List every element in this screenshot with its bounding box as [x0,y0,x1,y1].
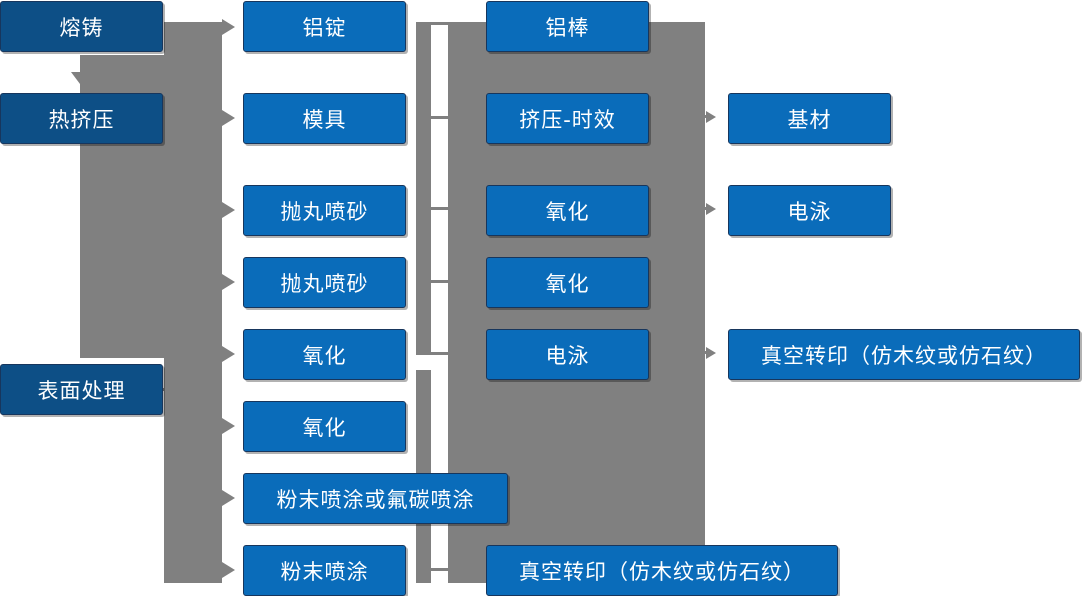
process-box-extrusion-aging[interactable]: 挤压-时效 [486,93,649,144]
process-label-vacuum-transfer-printing: 真空转印（仿木纹或仿石纹） [519,559,805,584]
input-box-shot-blasting-1[interactable]: 抛丸喷砂 [243,185,406,236]
stage-box-hot-extrusion[interactable]: 热挤压 [0,93,163,144]
connector-mid-bar-upper [416,22,431,355]
input-label-oxidation-2: 氧化 [302,415,347,440]
connector-rung-2 [430,116,450,119]
connector-rung-4 [430,280,450,283]
arrow-to-input-4 [222,274,235,290]
process-label-oxidation-1: 氧化 [545,199,590,224]
input-box-mold[interactable]: 模具 [243,93,406,144]
process-label-aluminum-rod: 铝棒 [545,15,590,40]
process-box-oxidation-2[interactable]: 氧化 [486,257,649,308]
input-label-shot-blasting-2: 抛丸喷砂 [280,271,369,296]
process-box-electrophoresis[interactable]: 电泳 [486,329,649,380]
output-label-base-material: 基材 [787,107,832,132]
connector-stem-surface-treatment [163,388,185,391]
process-box-aluminum-rod[interactable]: 铝棒 [486,1,649,52]
input-box-oxidation-2[interactable]: 氧化 [243,401,406,452]
input-label-powder-coating: 粉末喷涂 [280,559,369,584]
stage-label-surface-treatment: 表面处理 [37,378,126,403]
arrow-to-output-1 [706,111,716,123]
connector-rung-1 [430,22,450,25]
process-box-vacuum-transfer-printing[interactable]: 真空转印（仿木纹或仿石纹） [486,545,838,596]
arrow-to-output-3 [706,347,716,359]
arrow-to-input-8 [222,562,235,578]
arrow-down-melting-to-extrusion [71,72,89,84]
process-label-extrusion-aging: 挤压-时效 [519,107,616,132]
output-label-vacuum-transfer-printing: 真空转印（仿木纹或仿石纹） [761,343,1047,368]
output-label-electrophoresis: 电泳 [787,199,832,224]
input-box-aluminum-ingot[interactable]: 铝锭 [243,1,406,52]
arrow-stem-output-1 [698,115,708,118]
process-label-electrophoresis: 电泳 [545,343,590,368]
input-label-aluminum-ingot: 铝锭 [302,15,347,40]
arrow-stem-output-3 [698,351,708,354]
process-label-oxidation-2: 氧化 [545,271,590,296]
input-label-shot-blasting-1: 抛丸喷砂 [280,199,369,224]
input-box-oxidation-1[interactable]: 氧化 [243,329,406,380]
stage-box-melting[interactable]: 熔铸 [0,1,163,52]
process-box-oxidation-1[interactable]: 氧化 [486,185,649,236]
input-box-powder-coating[interactable]: 粉末喷涂 [243,545,406,596]
connector-left-trunk-lower [164,358,222,583]
arrow-stem-output-2 [698,207,708,210]
stage-box-surface-treatment[interactable]: 表面处理 [0,364,163,415]
connector-rung-6 [430,568,450,571]
arrow-to-input-3 [222,202,235,218]
stage-label-melting: 熔铸 [59,15,104,40]
input-label-mold: 模具 [302,107,347,132]
output-box-electrophoresis[interactable]: 电泳 [728,185,891,236]
arrow-to-input-2 [222,110,235,126]
output-box-vacuum-transfer-printing[interactable]: 真空转印（仿木纹或仿石纹） [728,329,1080,380]
input-box-powder-or-fluorocarbon-coating[interactable]: 粉末喷涂或氟碳喷涂 [243,473,508,524]
stage-label-hot-extrusion: 热挤压 [48,107,115,132]
arrow-to-input-6 [222,418,235,434]
input-label-powder-or-fluorocarbon-coating: 粉末喷涂或氟碳喷涂 [276,487,475,512]
arrow-to-input-1 [222,19,235,35]
arrow-to-input-5 [222,346,235,362]
connector-rung-3 [430,207,450,210]
connector-rung-5 [430,352,450,355]
arrow-to-output-2 [706,203,716,215]
input-label-oxidation-1: 氧化 [302,343,347,368]
input-box-shot-blasting-2[interactable]: 抛丸喷砂 [243,257,406,308]
arrow-to-input-7 [222,490,235,506]
output-box-base-material[interactable]: 基材 [728,93,891,144]
